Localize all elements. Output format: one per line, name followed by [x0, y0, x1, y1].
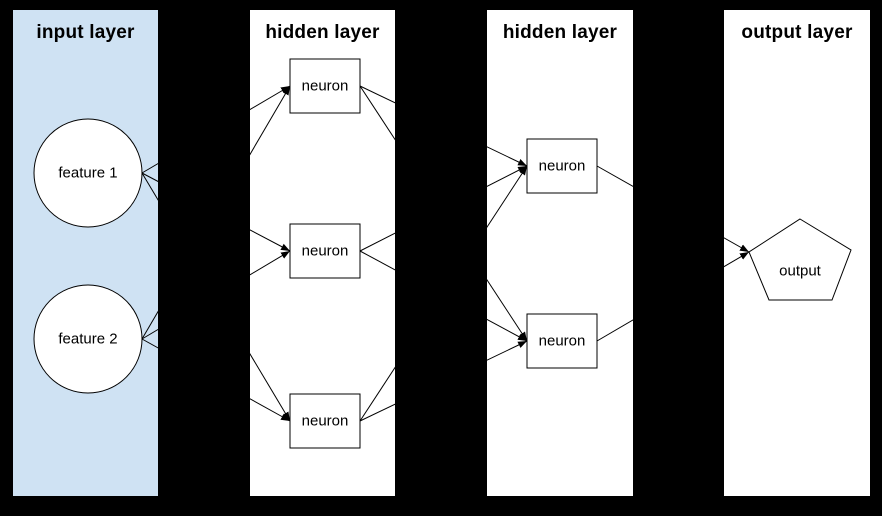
- layer-title-hidden-2: hidden layer: [502, 22, 618, 43]
- layer-panel-output: output layer: [724, 10, 870, 496]
- node-label-neuron1: neuron: [301, 77, 349, 95]
- layer-title-output: output layer: [741, 22, 853, 43]
- node-label-neuron5: neuron: [538, 332, 586, 350]
- node-label-feature1: feature 1: [58, 164, 118, 182]
- layer-panel-input: input layer: [13, 10, 158, 496]
- layer-panel-hidden-2: hidden layer: [487, 10, 633, 496]
- node-label-neuron4: neuron: [538, 157, 586, 175]
- node-label-neuron3: neuron: [301, 412, 349, 430]
- node-label-feature2: feature 2: [58, 330, 118, 348]
- layer-title-hidden-1: hidden layer: [265, 22, 380, 43]
- node-label-output1: output: [779, 262, 821, 280]
- node-label-neuron2: neuron: [301, 242, 349, 260]
- layer-title-input: input layer: [36, 22, 135, 43]
